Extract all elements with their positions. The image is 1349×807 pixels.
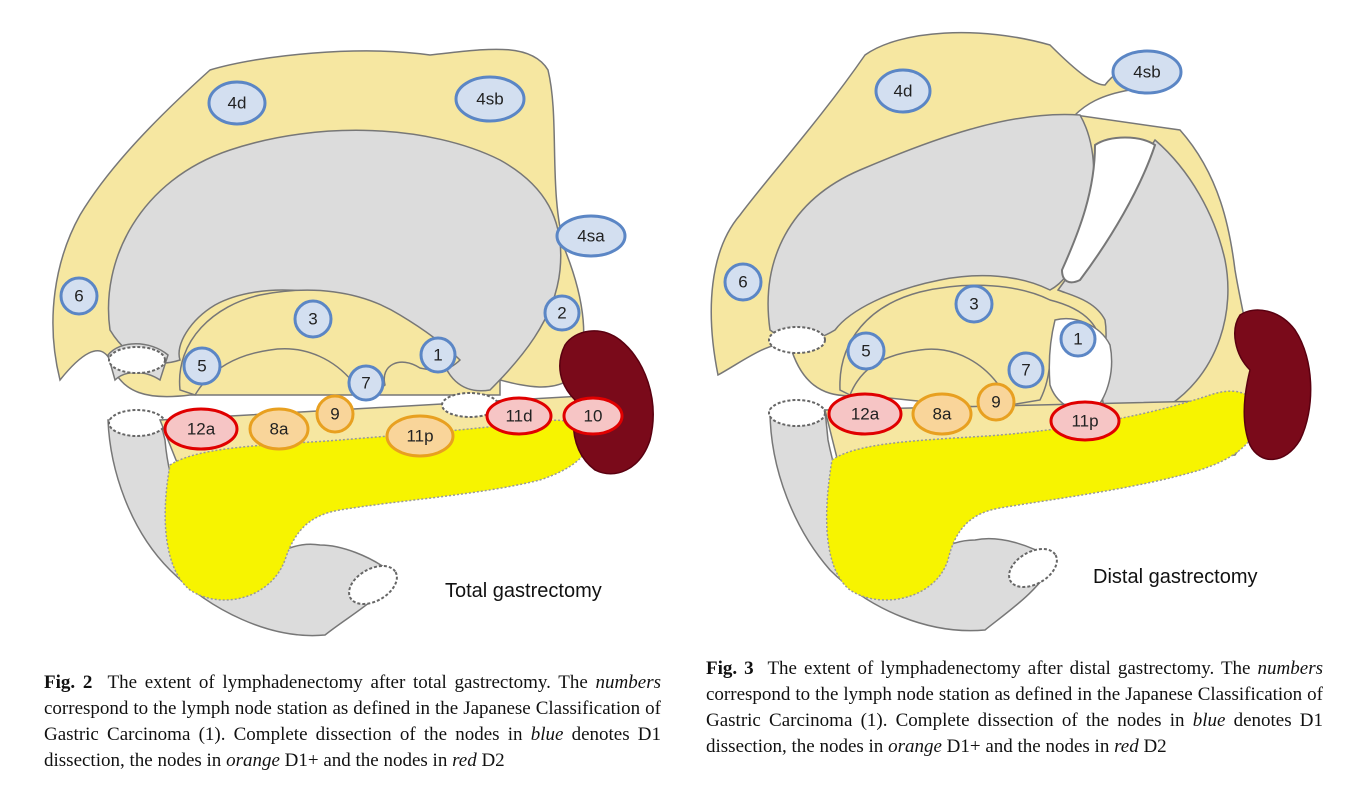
caption-text: D2 [481,750,505,771]
node-9: 9 [315,394,355,434]
node-6: 6 [59,276,99,316]
node-label: 4d [228,94,247,113]
caption-text: denotes D1 dissection, the nodes in [706,710,1324,757]
duodenum-lumen-icon [108,346,166,374]
resection-gap [1060,136,1157,284]
node-label: 9 [330,405,339,424]
node-label: 7 [361,374,370,393]
node-label: 11p [406,427,433,446]
duodenum-end-icon [768,399,826,427]
caption-text: correspond to the lymph node station as … [706,684,1323,731]
spleen [1234,309,1312,461]
node-label: 11d [505,407,532,426]
node-4d: 4d [207,80,267,126]
caption-emphasis: red [452,750,477,771]
node-4sa: 4sa [555,214,627,258]
node-8a: 8a [248,407,310,451]
caption-text: correspond to the lymph node station as … [44,698,661,745]
caption-text: D1+ and the nodes in [284,750,448,771]
node-label: 12a [187,420,216,439]
node-5: 5 [182,346,222,386]
pancreas [164,419,591,601]
node-label: 2 [557,304,566,323]
duodenum-lumen-icon [768,326,826,354]
caption-text: The extent of lymphadenectomy after dist… [767,658,1251,679]
node-label: 7 [1021,361,1030,380]
node-label: 11p [1071,412,1098,431]
duodenum-end-icon [108,409,166,437]
node-2: 2 [543,294,581,332]
figure-caption: Fig. 2 The extent of lymphadenectomy aft… [44,670,661,774]
node-4sb: 4sb [454,75,526,123]
caption-emphasis: orange [888,736,942,757]
node-11p: 11p [385,414,455,458]
diagram-title: Total gastrectomy [445,580,602,602]
caption-emphasis: red [1114,736,1139,757]
figure-distal-gastrectomy: 4d 4sb 6 3 1 5 7 9 [680,0,1349,807]
node-8a: 8a [911,392,973,436]
node-label: 1 [1073,330,1082,349]
figure-caption: Fig. 3 The extent of lymphadenectomy aft… [706,656,1323,760]
caption-emphasis: blue [1192,710,1226,731]
node-3: 3 [293,299,333,339]
node-label: 9 [991,393,1000,412]
caption-emphasis: blue [530,724,564,745]
jejunum-end-icon [1008,548,1058,588]
node-4sb: 4sb [1111,49,1183,95]
node-9: 9 [976,382,1016,422]
node-label: 6 [74,287,83,306]
diagram-title: Distal gastrectomy [1093,566,1258,588]
figure-total-gastrectomy: 4d 4sb 4sa 6 2 3 1 5 [44,48,661,774]
node-7: 7 [347,364,385,402]
node-1: 1 [419,336,457,374]
node-label: 4sb [1133,63,1160,82]
node-label: 5 [197,357,206,376]
stomach-region [107,129,562,392]
caption-text: D2 [1143,736,1167,757]
node-label: 12a [851,405,880,424]
figure-label: Fig. 3 [706,658,754,679]
node-12a: 12a [827,392,903,436]
node-label: 4d [894,82,913,101]
node-11d: 11d [485,396,553,436]
node-label: 3 [969,295,978,314]
node-label: 1 [433,346,442,365]
node-5: 5 [846,331,886,371]
diagram-distal-gastrectomy: 4d 4sb 6 3 1 5 7 9 [710,31,1312,632]
caption-emphasis: numbers [595,672,661,693]
diagram-total-gastrectomy: 4d 4sb 4sa 6 2 3 1 5 [52,48,654,637]
caption-emphasis: numbers [1257,658,1323,679]
node-10: 10 [562,396,624,436]
node-4d: 4d [874,68,932,114]
node-label: 8a [933,405,952,424]
caption-text: The extent of lymphadenectomy after tota… [107,672,588,693]
jejunum-end-icon [348,565,398,605]
node-label: 4sb [476,90,503,109]
figure-label: Fig. 2 [44,672,93,693]
caption-text: denotes D1 dissection, the nodes in [44,724,662,771]
node-7: 7 [1007,351,1045,389]
caption-emphasis: orange [226,750,280,771]
caption-text: D1+ and the nodes in [946,736,1110,757]
node-label: 3 [308,310,317,329]
node-label: 5 [861,342,870,361]
node-label: 10 [584,407,603,426]
node-11p: 11p [1049,400,1121,442]
node-label: 8a [270,420,289,439]
node-label: 4sa [577,227,605,246]
node-6: 6 [723,262,763,302]
node-3: 3 [954,284,994,324]
node-12a: 12a [163,407,239,451]
node-label: 6 [738,273,747,292]
node-1: 1 [1059,320,1097,358]
pancreas [825,390,1259,601]
